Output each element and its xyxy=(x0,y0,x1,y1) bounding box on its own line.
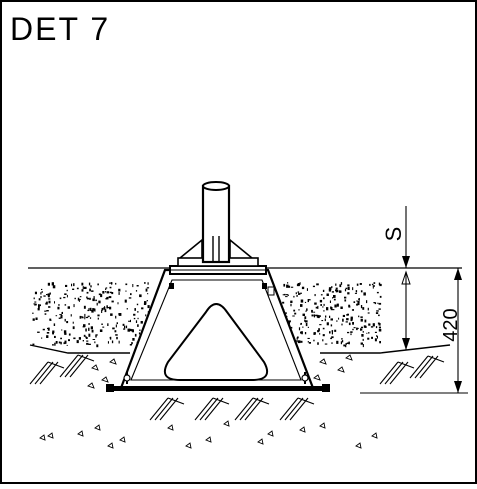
subsoil-marks xyxy=(39,420,378,449)
dimension-s: S xyxy=(381,206,410,268)
pole xyxy=(177,181,259,267)
base-cutout xyxy=(164,303,268,381)
detail-title: DET 7 xyxy=(10,11,110,47)
dimension-420-label: 420 xyxy=(440,308,462,341)
ground-hatching xyxy=(29,354,445,421)
top-plate xyxy=(169,265,267,275)
dimension-420: 420 xyxy=(360,268,468,394)
gravel-marks xyxy=(87,354,353,389)
soil-texture xyxy=(32,282,382,348)
dimension-s-label: S xyxy=(381,227,406,242)
excavation-outline xyxy=(29,344,451,354)
foundation-base xyxy=(106,268,330,392)
base-plate xyxy=(112,386,326,391)
dimension-depth-left xyxy=(401,270,411,350)
